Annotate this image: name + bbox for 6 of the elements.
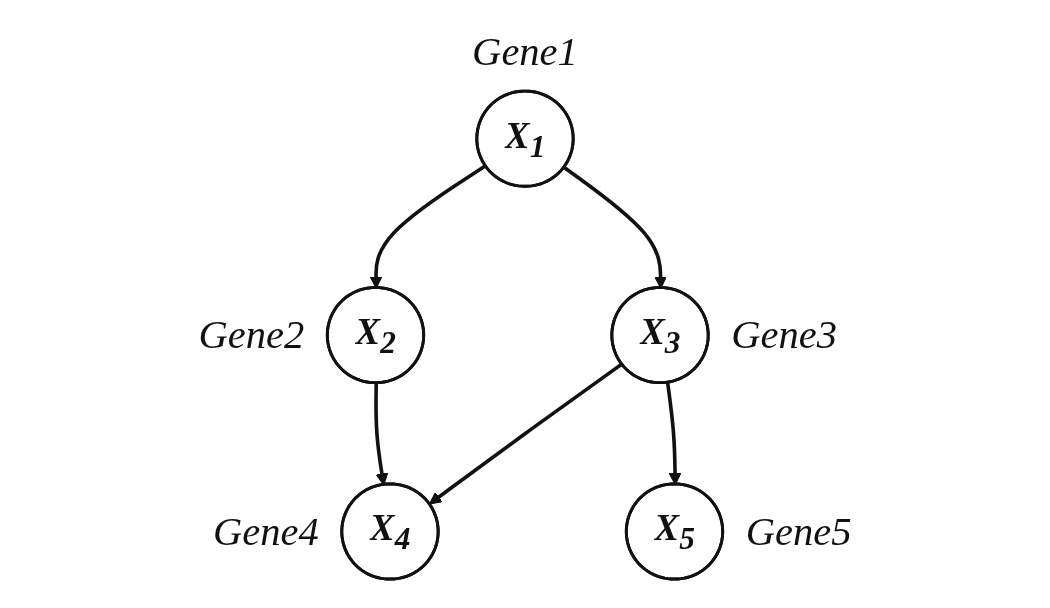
arrow (429, 362, 623, 505)
gene-label: Gene5 (745, 508, 852, 554)
gene-label: Gene3 (731, 312, 838, 358)
gene-label: Gene2 (198, 312, 305, 358)
gene-label: Gene4 (212, 508, 319, 554)
gene-label: Gene1 (472, 29, 578, 75)
